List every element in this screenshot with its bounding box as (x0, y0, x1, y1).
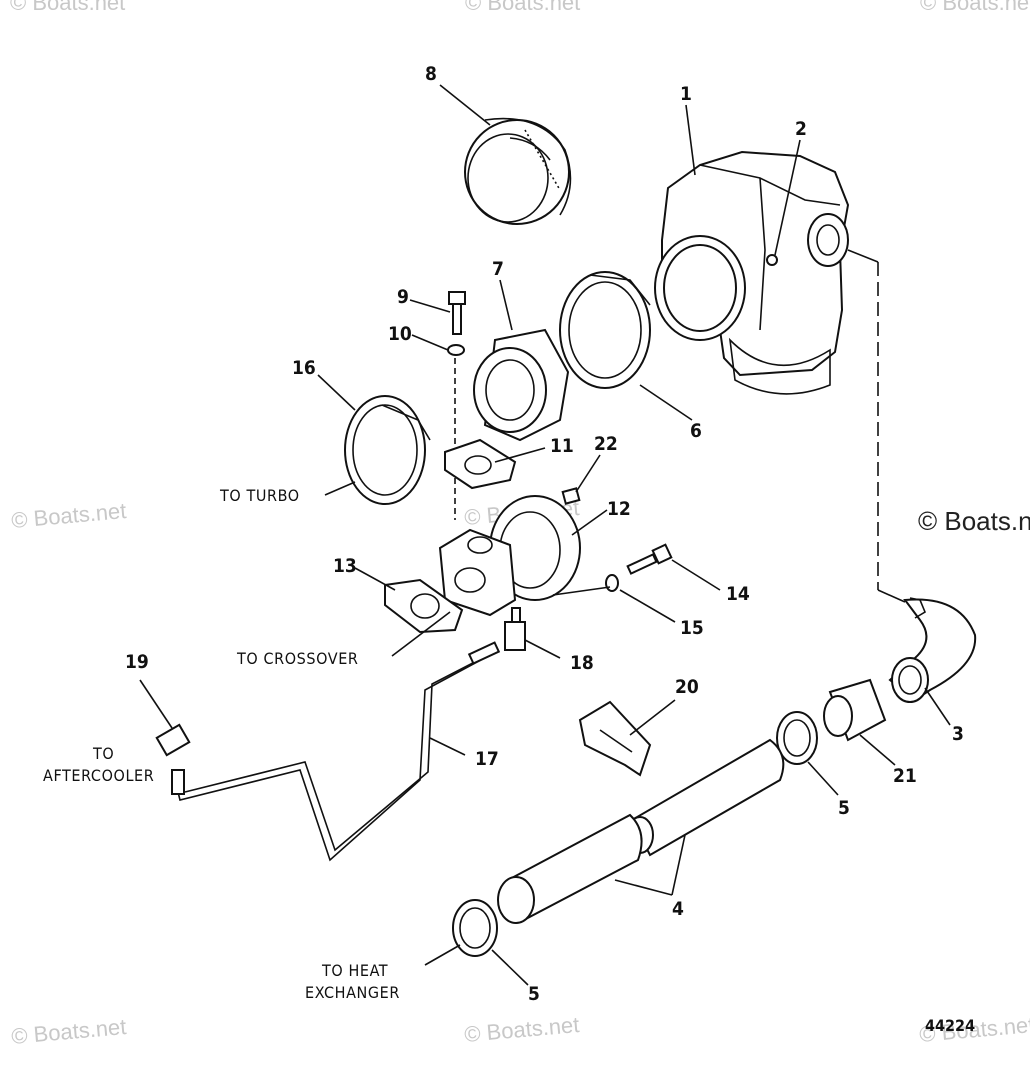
callout-8: 8 (425, 63, 437, 85)
part-bracket (578, 700, 652, 777)
part-hose-clamp-lower (452, 899, 498, 957)
watermark-mid-left: © Boats.net (10, 498, 127, 533)
watermark-top-left: © Boats.net (10, 0, 125, 15)
part-tube-fitting (467, 641, 501, 665)
part-hose-adapter (823, 678, 887, 742)
part-clamp-ring (464, 117, 572, 225)
watermark-bottom-center: © Boats.net (463, 1012, 580, 1047)
callout-11: 11 (550, 435, 574, 457)
callout-9: 9 (397, 286, 409, 308)
callout-12: 12 (607, 498, 631, 520)
part-elbow-housing (654, 150, 850, 395)
part-tube (174, 654, 491, 862)
label-to-aftercooler-line1: TO (92, 744, 114, 763)
callout-3: 3 (952, 723, 964, 745)
figure-number: 44224 (925, 1016, 975, 1035)
part-hose-elbow (888, 597, 977, 703)
callout-14: 14 (726, 583, 750, 605)
callout-20: 20 (675, 676, 699, 698)
part-v-band-clamp (559, 271, 651, 389)
part-hose-upper (626, 738, 785, 857)
callout-18: 18 (570, 652, 594, 674)
watermark-mid-right: © Boats.n (918, 506, 1030, 536)
part-gasket-lower (384, 578, 464, 634)
part-bolt (448, 291, 466, 335)
label-to-turbo: TO TURBO (219, 486, 300, 505)
callout-2: 2 (795, 118, 807, 140)
watermark-top-right: © Boats.net (920, 0, 1030, 15)
label-to-aftercooler-line2: AFTERCOOLER (43, 766, 154, 785)
label-to-crossover: TO CROSSOVER (236, 649, 359, 668)
callout-16: 16 (292, 357, 316, 379)
part-hose-clamp-upper (776, 711, 818, 765)
part-tube-inner (184, 649, 499, 852)
part-plug (561, 487, 581, 505)
callout-5-upper: 5 (838, 797, 850, 819)
callout-19: 19 (125, 651, 149, 673)
label-to-heat-exchanger-line1: TO HEAT (321, 961, 388, 980)
callout-6: 6 (690, 420, 702, 442)
water-line-start (847, 249, 879, 263)
part-side-washer (605, 574, 619, 592)
leader-lines (139, 84, 951, 986)
water-line-end (877, 589, 906, 603)
callout-1: 1 (680, 83, 692, 105)
callout-21: 21 (893, 765, 917, 787)
part-aftercooler-fitting (155, 723, 191, 795)
callout-13: 13 (333, 555, 357, 577)
part-wastegate-valve (438, 495, 581, 617)
callout-4: 4 (672, 898, 684, 920)
part-washer (447, 344, 465, 356)
label-to-heat-exchanger-line2: EXCHANGER (305, 983, 400, 1002)
callout-15: 15 (680, 617, 704, 639)
watermark-bottom-left: © Boats.net (10, 1014, 127, 1049)
part-turbo-clamp (344, 395, 431, 505)
callout-17: 17 (475, 748, 499, 770)
watermark-top-center: © Boats.net (465, 0, 580, 15)
part-adapter-sleeve (473, 328, 570, 442)
callout-5-lower: 5 (528, 983, 540, 1005)
part-gasket-upper (444, 438, 517, 490)
callout-7: 7 (492, 258, 504, 280)
callout-22: 22 (594, 433, 618, 455)
part-hose-lower (497, 813, 643, 924)
part-fitting (504, 607, 526, 651)
part-side-bolt (626, 543, 673, 575)
callout-10: 10 (388, 323, 412, 345)
